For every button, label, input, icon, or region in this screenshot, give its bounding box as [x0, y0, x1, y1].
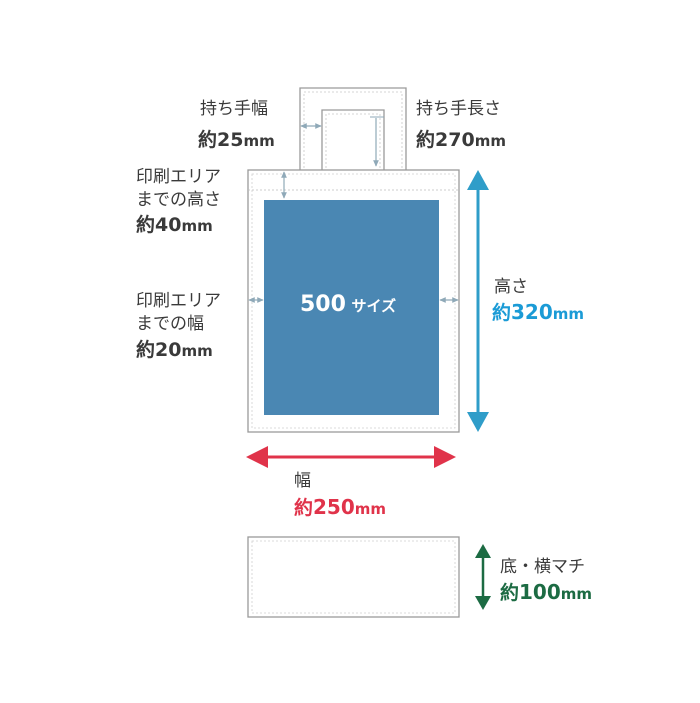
height-unit: mm: [552, 305, 585, 323]
height-prefix: 約: [492, 302, 512, 324]
handle-outline: [299, 87, 407, 172]
gusset-box: [247, 536, 460, 618]
print-top-label-2: までの高さ: [136, 190, 221, 210]
print-area-size-num: 500: [300, 292, 346, 317]
handle-length-unit: mm: [474, 132, 506, 150]
gusset-arrow: [475, 544, 491, 610]
handle-length-label: 持ち手長さ: [416, 99, 501, 119]
handle-width-unit: mm: [243, 132, 275, 150]
width-num: 250: [313, 495, 355, 519]
print-side-label-1: 印刷エリア: [136, 291, 221, 311]
width-unit: mm: [354, 500, 387, 518]
height-value: 約320mm: [492, 300, 584, 326]
print-area-size-label: 500 サイズ: [300, 292, 396, 317]
handle-width-value: 約25mm: [198, 128, 275, 153]
width-arrow: [246, 446, 456, 468]
print-top-unit: mm: [181, 217, 213, 235]
print-area: [264, 200, 439, 415]
gusset-value: 約100mm: [500, 580, 592, 606]
handle-inner: [321, 109, 385, 172]
print-top-prefix: 約: [136, 214, 156, 236]
width-value: 約250mm: [294, 495, 386, 521]
gusset-num: 100: [519, 580, 561, 604]
handle-width-label: 持ち手幅: [200, 99, 268, 119]
gusset-unit: mm: [560, 585, 593, 603]
print-side-label-2: までの幅: [136, 314, 204, 334]
print-area-size-suffix: サイズ: [351, 297, 397, 315]
handle-stitch-inner: [325, 113, 381, 172]
handle-width-num: 25: [217, 129, 244, 151]
width-prefix: 約: [294, 497, 314, 519]
width-label: 幅: [294, 471, 311, 491]
print-top-label-1: 印刷エリア: [136, 167, 221, 187]
handle-width-prefix: 約: [198, 129, 218, 151]
print-side-value: 約20mm: [136, 338, 213, 363]
gusset-prefix: 約: [500, 582, 520, 604]
height-arrow: [467, 170, 489, 432]
print-top-value: 約40mm: [136, 213, 213, 238]
gusset-label: 底・横マチ: [500, 557, 585, 577]
print-side-unit: mm: [181, 342, 213, 360]
handle-length-num: 270: [435, 129, 475, 151]
height-num: 320: [511, 300, 553, 324]
print-top-num: 40: [155, 214, 182, 236]
print-side-num: 20: [155, 339, 182, 361]
handle-stitch-outer: [303, 91, 403, 172]
print-side-prefix: 約: [136, 339, 156, 361]
handle-length-prefix: 約: [416, 129, 436, 151]
handle-length-value: 約270mm: [416, 128, 506, 153]
height-label: 高さ: [494, 277, 528, 297]
